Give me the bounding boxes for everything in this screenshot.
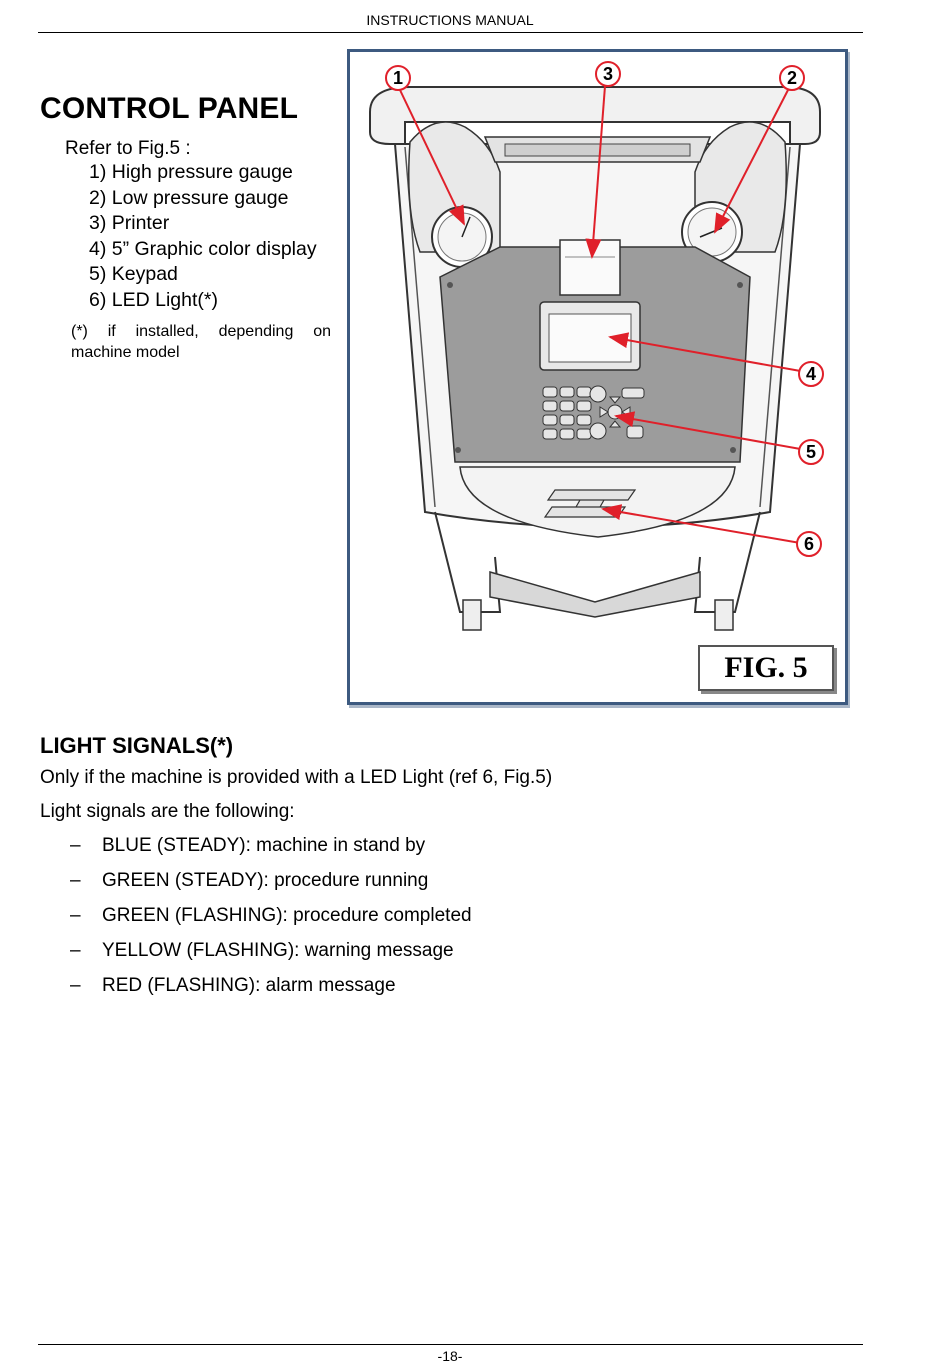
callout-4: 4 (806, 364, 816, 384)
callout-arrow-4 (608, 332, 807, 373)
page-header: INSTRUCTIONS MANUAL (366, 12, 534, 28)
component-item: 3) Printer (89, 212, 170, 234)
callout-arrow-1 (399, 89, 465, 226)
component-item: 4) 5” Graphic color display (89, 237, 317, 260)
component-item: 5) Keypad (89, 263, 178, 285)
callout-6: 6 (804, 534, 814, 554)
footer-rule (38, 1344, 863, 1345)
control-panel-section: CONTROL PANEL Refer to Fig.5 : 1) High p… (40, 92, 340, 363)
printer (559, 239, 621, 296)
figure-label: FIG. 5 (698, 645, 834, 691)
callout-2: 2 (787, 68, 797, 88)
callout-arrow-3 (585, 85, 606, 259)
light-signals-heading: LIGHT SIGNALS(*) (40, 733, 234, 758)
component-item: 2) Low pressure gauge (89, 186, 289, 209)
callout-3: 3 (603, 64, 613, 84)
light-signals-lead: Light signals are the following: (40, 801, 295, 822)
callout-arrow-5 (614, 411, 807, 451)
wheel-right (714, 599, 734, 631)
machine-illustration: 1 2 3 4 5 6 (369, 61, 824, 631)
refer-line: Refer to Fig.5 : (65, 138, 191, 159)
wheel-left (462, 599, 482, 631)
light-signals-intro: Only if the machine is provided with a L… (40, 767, 553, 788)
callout-5: 5 (806, 442, 816, 462)
component-item: 6) LED Light(*) (89, 288, 218, 311)
page-number: -18- (437, 1348, 463, 1364)
callout-1: 1 (393, 68, 403, 88)
header-rule (38, 32, 863, 33)
callout-arrow-2 (714, 89, 789, 234)
footnote: (*) if installed, depending on machine m… (71, 323, 331, 361)
callout-arrow-6 (601, 504, 807, 545)
component-list: 1) High pressure gauge 2) Low pressure g… (40, 160, 340, 313)
control-panel-heading: CONTROL PANEL (40, 92, 299, 125)
figure-5: 1 2 3 4 5 6 FIG. 5 (347, 49, 848, 705)
component-item: 1) High pressure gauge (89, 161, 293, 183)
